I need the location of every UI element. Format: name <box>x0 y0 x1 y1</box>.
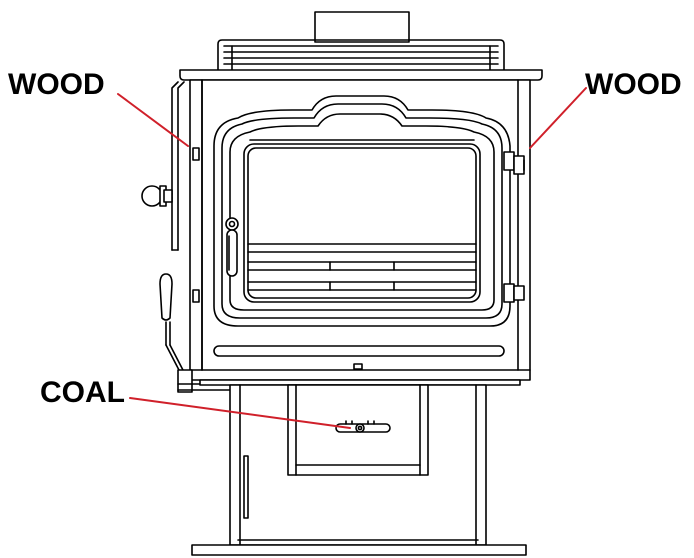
right-hinges <box>503 151 525 303</box>
left-side-rod <box>171 81 185 251</box>
leader-lines <box>117 87 587 429</box>
wood-right-leader <box>529 87 587 149</box>
flue-collar <box>314 11 410 43</box>
coal-leader <box>129 397 351 429</box>
coal-control <box>335 420 391 433</box>
wood-label-right: WOOD <box>585 68 682 101</box>
top-plate <box>179 69 543 81</box>
base-plate <box>191 544 527 556</box>
wood-left-leader <box>117 93 189 147</box>
ash-handle-lever <box>159 273 231 393</box>
door-glass <box>243 139 481 303</box>
air-bar <box>213 345 505 370</box>
firebox-grates <box>247 243 477 291</box>
left-hinges <box>192 147 200 303</box>
wood-label-left: WOOD <box>8 68 105 101</box>
air-control-knob <box>141 185 173 207</box>
coal-label: COAL <box>40 376 125 409</box>
door-handle <box>225 217 239 277</box>
ash-pan-opening <box>287 384 429 476</box>
top-heat-shield <box>217 39 505 71</box>
